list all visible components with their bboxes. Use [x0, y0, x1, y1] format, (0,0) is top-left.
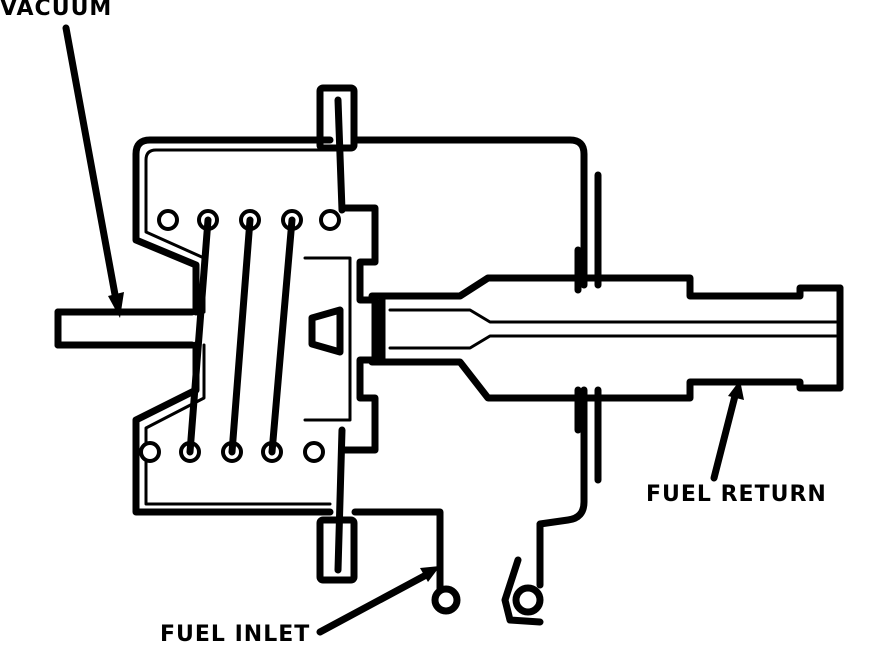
vacuum-arrow — [62, 24, 124, 318]
vacuum-label: VACUUM — [0, 0, 113, 21]
diaphragm-flange — [316, 84, 358, 584]
diaphragm-valve-assembly — [303, 204, 386, 454]
vacuum-port — [54, 308, 196, 349]
fuel-return-label: FUEL RETURN — [646, 482, 827, 507]
fuel-inlet-label: FUEL INLET — [160, 622, 311, 647]
regulator-housing — [132, 136, 602, 564]
fuel-return-arrow — [710, 380, 744, 482]
fuel-inlet-arrow — [316, 566, 440, 636]
fuel-return-outlet — [378, 246, 844, 434]
fuel-inlet-fitting — [431, 556, 544, 626]
spring — [139, 209, 341, 463]
